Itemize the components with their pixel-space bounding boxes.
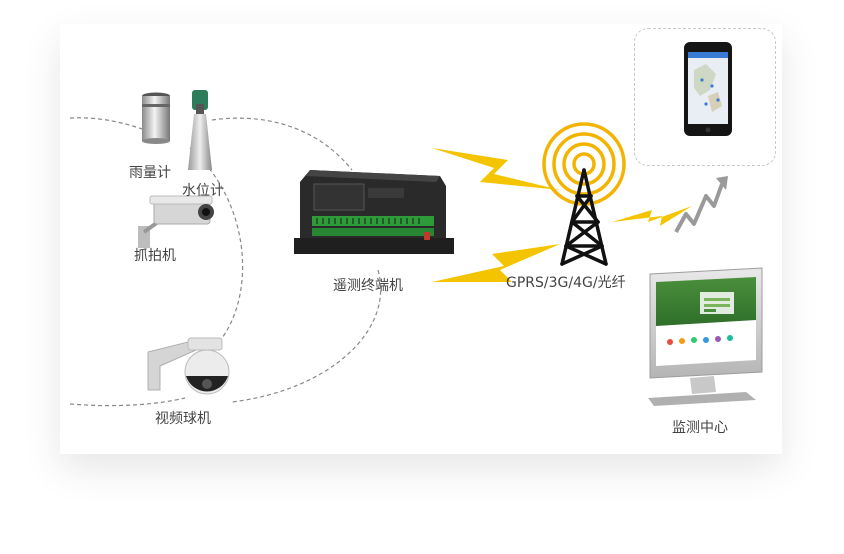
lightning-icons: [432, 148, 692, 282]
lightning-tower-phone: [612, 206, 692, 226]
lightning-rtu-tower-top: [432, 148, 560, 190]
monitor-center-label: 监测中心: [672, 420, 728, 436]
water-level-icon: [188, 90, 212, 170]
rtu-label: 遥测终端机: [333, 278, 403, 294]
monitor-icon: [648, 267, 763, 406]
sensor-arc-bottom: [69, 397, 186, 407]
dome-camera-icon: [147, 337, 230, 395]
water-level-label: 水位计: [182, 183, 224, 199]
rtu-device-icon: [294, 170, 454, 254]
rain-gauge-label: 雨量计: [129, 165, 171, 181]
rtu-to-dome-arc: [231, 269, 382, 403]
uplink-arrow-icon: [674, 176, 728, 233]
dome-camera-label: 视频球机: [155, 411, 211, 427]
sensor-arc-top-right: [211, 117, 353, 171]
tower-icon: [560, 168, 608, 266]
lightning-rtu-tower-bottom: [432, 244, 560, 282]
capture-camera-icon: [138, 195, 214, 248]
capture-camera-label: 抓拍机: [134, 248, 176, 264]
sensor-arc-large: [189, 147, 244, 356]
rain-gauge-icon: [142, 92, 170, 144]
smartphone-icon: [684, 42, 732, 136]
signal-icon: [542, 122, 626, 206]
network-label: GPRS/3G/4G/光纤: [506, 275, 626, 291]
